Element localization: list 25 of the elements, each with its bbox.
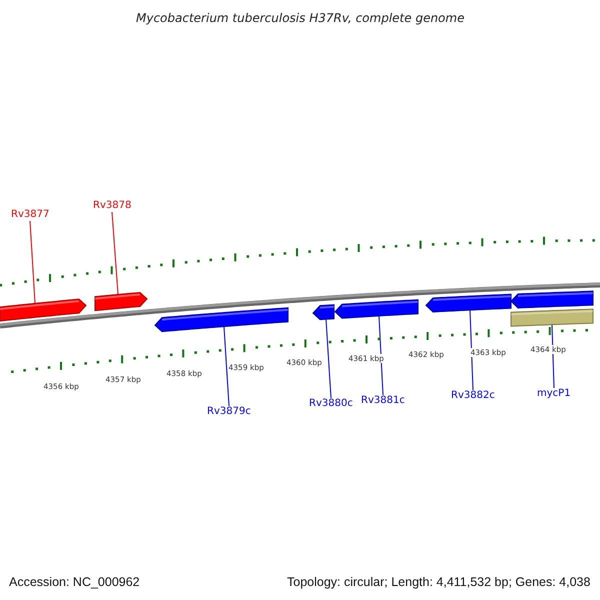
- gene-feature: [510, 290, 594, 308]
- gene-label: Rv3879c: [207, 406, 251, 418]
- gene-feature: [425, 294, 512, 312]
- footer-text: Accession: NC_000962: [9, 575, 140, 589]
- gene-feature: [0, 298, 87, 322]
- leader-line: [326, 318, 332, 398]
- gene-label: Rv3877: [11, 209, 50, 221]
- gene-feature: [334, 299, 418, 319]
- leader-line: [552, 324, 554, 388]
- footer-text: Topology: circular; Length: 4,411,532 bp; Genes: 4,038: [287, 575, 590, 589]
- gene-feature: [94, 292, 148, 312]
- leader-line: [112, 212, 118, 295]
- gene-feature: [154, 307, 288, 332]
- leader-line: [378, 315, 384, 396]
- title: Mycobacterium tuberculosis H37Rv, complete genome: [136, 11, 464, 25]
- leader-line: [224, 326, 230, 406]
- gene-feature: [510, 308, 594, 327]
- gene-feature: [312, 304, 334, 320]
- gene-label: mycP1: [537, 388, 571, 400]
- leader-line: [30, 220, 36, 304]
- leader-line: [470, 310, 474, 390]
- gene-label: Rv3878: [93, 200, 132, 212]
- gene-label: Rv3880c: [309, 398, 353, 410]
- gene-label: Rv3882c: [451, 390, 495, 402]
- gene-label: Rv3881c: [361, 395, 405, 407]
